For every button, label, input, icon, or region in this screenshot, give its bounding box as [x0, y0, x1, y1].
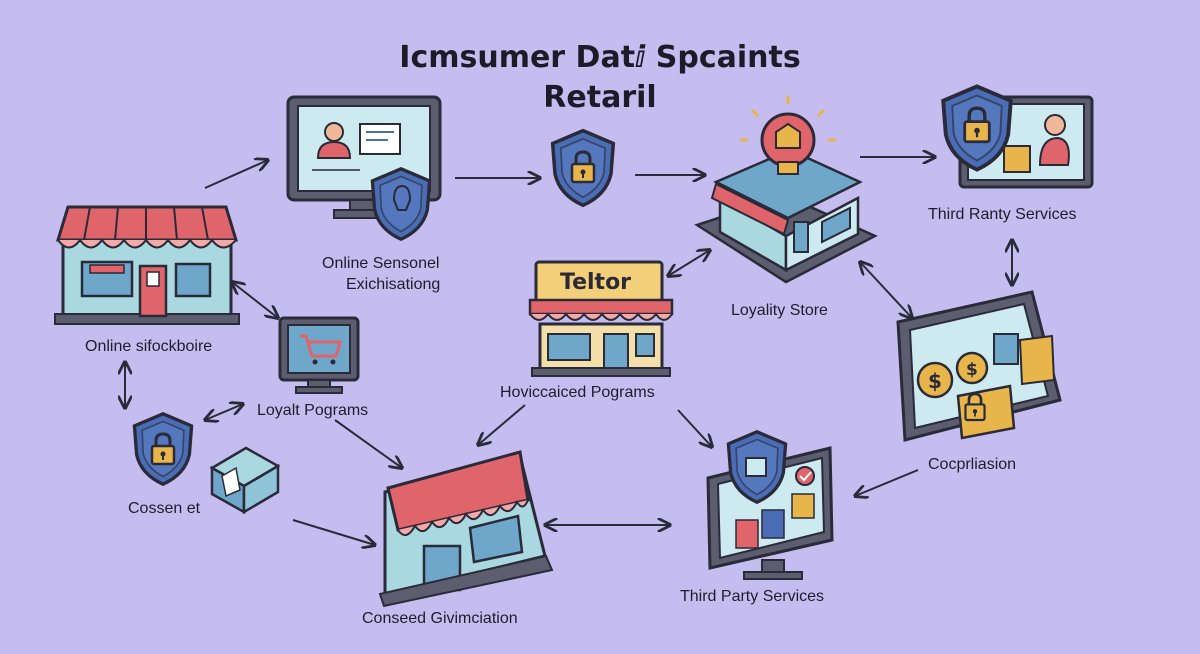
bottom-store-illustration [378, 450, 554, 608]
diagram-title-line1: Icmsumer Datⅈ Spcaints [399, 40, 801, 75]
node-label-exichisationg: Exichisationg [346, 276, 441, 293]
node-label-third-party-bottom: Third Party Services [680, 588, 825, 605]
consent-shield-icon [132, 412, 194, 486]
teltor-shop-illustration [528, 260, 674, 377]
node-label-consed-givimciation: Conseed Givimciation [362, 610, 518, 627]
node-label-loyalty-store: Loyality Store [731, 302, 828, 319]
teltor-sign-text: Teltor [560, 270, 632, 295]
node-label-coprliasion: Cocprliasion [928, 456, 1017, 473]
node-label-online-sensonel: Online Sensonel [322, 255, 440, 272]
svg-text:$: $ [966, 360, 978, 380]
finance-monitor-illustration: $ $ [896, 290, 1062, 442]
monitor-profile-illustration [286, 95, 442, 241]
node-label-loyalt-pograms: Loyalt Pograms [257, 402, 369, 419]
svg-text:$: $ [928, 369, 942, 393]
connector-arrows [125, 157, 1012, 545]
node-label-cossen-et: Cossen et [128, 500, 201, 517]
node-label-online-storefront: Online sifockboire [85, 338, 213, 355]
shield-lock-icon [550, 128, 616, 208]
cart-monitor-illustration [278, 316, 360, 394]
storefront-illustration [54, 205, 240, 325]
third-party-laptop-illustration [941, 84, 1094, 189]
diagram-title-line2: Retaril [543, 80, 657, 115]
node-label-hovicc-programs: Hoviccaiced Pograms [500, 384, 655, 401]
bottom-monitor-illustration [706, 430, 834, 580]
node-label-third-party-top: Third Ranty Services [928, 206, 1077, 223]
printer-illustration [209, 446, 281, 515]
loyalty-store-illustration [694, 96, 878, 284]
